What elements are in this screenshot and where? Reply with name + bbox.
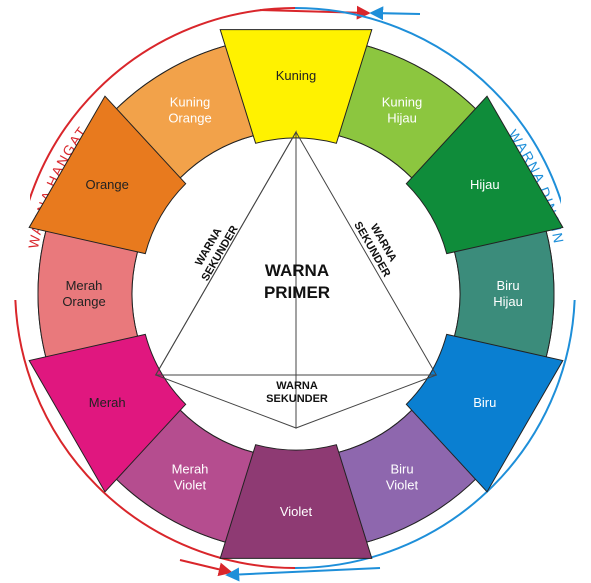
segment-label-biru-hijau: Biru [496, 278, 519, 293]
segment-label-merah-orange: Orange [62, 294, 105, 309]
segment-biru [405, 333, 564, 493]
segment-label-biru: Biru [473, 395, 496, 410]
segment-label-biru-violet: Violet [386, 478, 419, 493]
segment-label-merah-orange: Merah [66, 278, 103, 293]
segment-label-merah-violet: Violet [174, 478, 207, 493]
segment-label-violet: Violet [280, 504, 313, 519]
segment-label-biru-violet: Biru [390, 462, 413, 477]
primary-label-line2: PRIMER [264, 283, 330, 302]
warm-arrow-head-top [259, 5, 371, 20]
segment-violet [219, 444, 373, 559]
segment-label-kuning-hijau: Hijau [387, 110, 417, 125]
svg-text:WARNA: WARNA [276, 380, 318, 392]
segment-label-biru-hijau: Hijau [493, 294, 523, 309]
segment-orange [28, 95, 187, 255]
segment-label-orange: Orange [86, 177, 129, 192]
cool-arrow-head-bottom [225, 567, 381, 582]
color-segments: KuningKuningHijauHijauBiruHijauBiruBiruV… [28, 29, 564, 559]
primary-label-line1: WARNA [265, 261, 329, 280]
segment-hijau [405, 95, 564, 255]
primary-triangle-right-edge [295, 132, 437, 429]
segment-label-kuning: Kuning [276, 68, 316, 83]
segment-merah [28, 333, 187, 493]
svg-text:SEKUNDER: SEKUNDER [266, 393, 328, 405]
segment-label-kuning-orange: Kuning [170, 94, 210, 109]
segment-label-merah: Merah [89, 395, 126, 410]
secondary-label-bottom: WARNA SEKUNDER [266, 380, 328, 405]
warm-arrow-head-bottom [179, 559, 233, 577]
segment-label-hijau: Hijau [470, 177, 500, 192]
segment-label-kuning-hijau: Kuning [382, 94, 422, 109]
triangle-group [154, 130, 438, 429]
segment-label-kuning-orange: Orange [168, 110, 211, 125]
cool-arrow-head-top [369, 6, 421, 21]
segment-label-merah-violet: Merah [172, 462, 209, 477]
segment-kuning [219, 29, 373, 144]
